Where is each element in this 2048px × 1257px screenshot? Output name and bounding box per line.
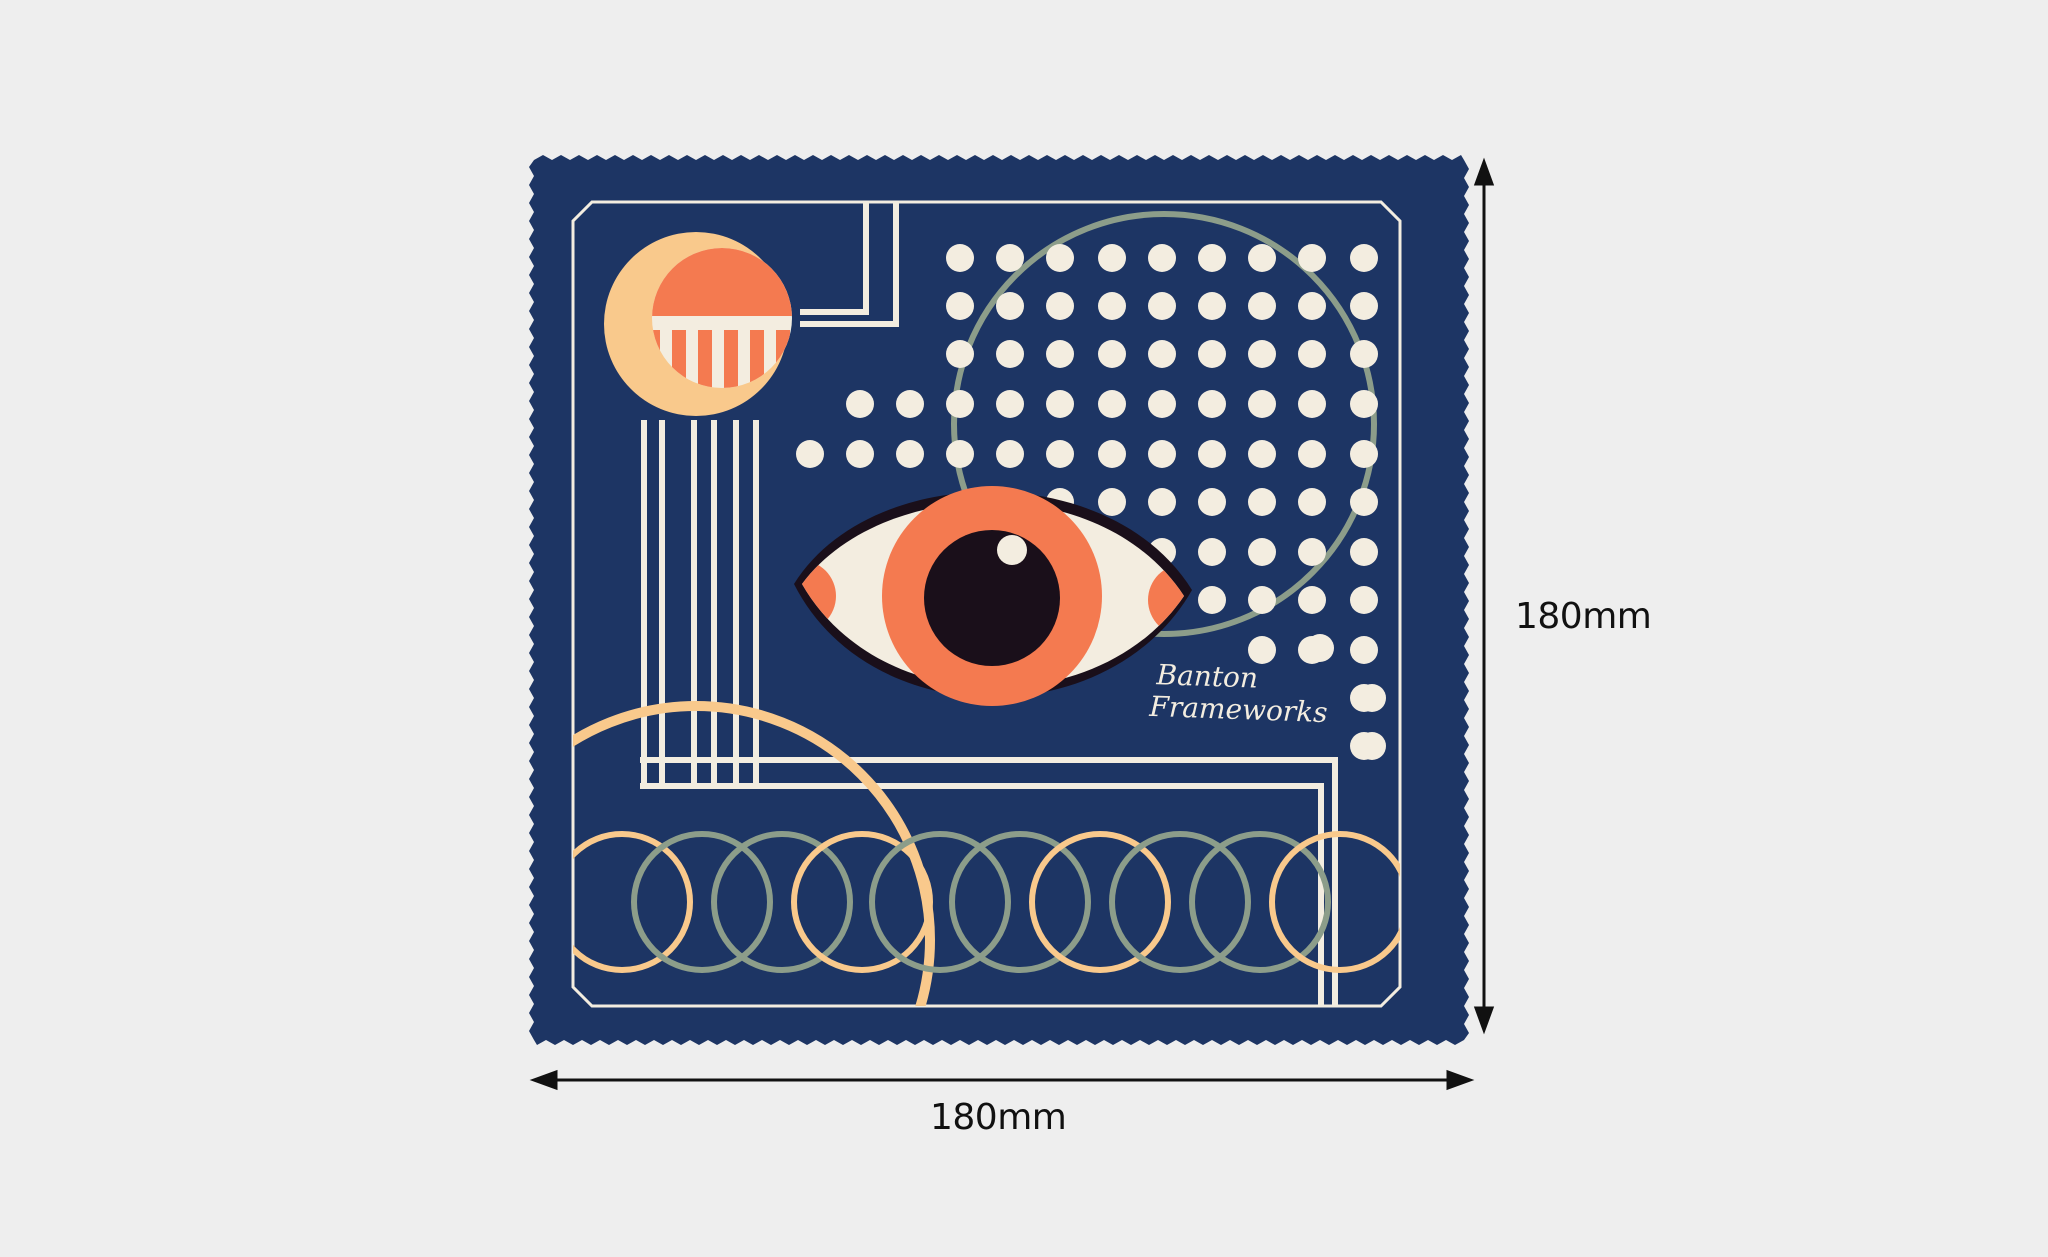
pattern-dot [946, 390, 974, 418]
brand-line-2: Frameworks [1148, 689, 1329, 730]
pattern-dot [1350, 440, 1378, 468]
pattern-dot [946, 340, 974, 368]
pattern-dot [1248, 440, 1276, 468]
pattern-dot [1298, 586, 1326, 614]
pattern-dot [1198, 538, 1226, 566]
pattern-ring [791, 831, 933, 973]
pattern-dot [1248, 390, 1276, 418]
dot-grid [796, 244, 1386, 760]
pattern-dot [896, 440, 924, 468]
pattern-dot [1306, 634, 1334, 662]
pattern-dot [1298, 440, 1326, 468]
brand-signature: Banton Frameworks [1148, 658, 1329, 730]
width-dimension-label: 180mm [930, 1097, 1067, 1138]
pattern-dot [1098, 340, 1126, 368]
pattern-ring [631, 831, 773, 973]
vertical-stripes [641, 420, 759, 786]
pattern-dot [796, 440, 824, 468]
pattern-dot [1148, 390, 1176, 418]
pattern-dot [1198, 586, 1226, 614]
pattern-dot [1298, 488, 1326, 516]
pattern-dot [946, 440, 974, 468]
pattern-dot [1198, 440, 1226, 468]
pattern-dot [1198, 340, 1226, 368]
pattern-dot [1198, 390, 1226, 418]
pattern-dot [1098, 390, 1126, 418]
pattern-dot [1046, 390, 1074, 418]
peach-arc [573, 701, 935, 1006]
pattern-dot [996, 340, 1024, 368]
pattern-ring [949, 831, 1091, 973]
pattern-dot [1298, 538, 1326, 566]
pattern-ring [711, 831, 853, 973]
pattern-ring [869, 831, 1011, 973]
pattern-dot [846, 390, 874, 418]
pattern-ring [1029, 831, 1171, 973]
pattern-dot [946, 244, 974, 272]
pattern-dot [996, 440, 1024, 468]
pattern-dot [996, 390, 1024, 418]
pattern-dot [1350, 244, 1378, 272]
pattern-dot [1198, 292, 1226, 320]
pattern-ring [1269, 831, 1400, 973]
pattern-dot [1046, 440, 1074, 468]
pattern-dot [1298, 292, 1326, 320]
eye-icon [794, 486, 1192, 706]
pattern-dot [1098, 488, 1126, 516]
height-dimension-label: 180mm [1515, 596, 1652, 637]
pattern-dot [1098, 292, 1126, 320]
pattern-dot [1298, 340, 1326, 368]
pattern-dot [1148, 488, 1176, 516]
pattern-dot [1248, 538, 1276, 566]
pattern-dot [1248, 488, 1276, 516]
pattern-dot [1046, 340, 1074, 368]
sage-ring [951, 211, 1377, 637]
pattern-dot [1350, 292, 1378, 320]
pattern-dot [996, 244, 1024, 272]
pattern-dot [1298, 244, 1326, 272]
pattern-dot [1358, 684, 1386, 712]
width-arrow-icon [529, 1069, 1475, 1091]
pattern-dot [1248, 340, 1276, 368]
pattern-ring [1189, 831, 1331, 973]
pattern-dot [1298, 390, 1326, 418]
height-arrow-icon [1473, 157, 1495, 1035]
pattern-dot [1350, 538, 1378, 566]
pattern-ring [1109, 831, 1251, 973]
pattern-dot [1350, 340, 1378, 368]
pattern-dot [1198, 244, 1226, 272]
pattern-dot [1148, 244, 1176, 272]
pattern-dot [1248, 244, 1276, 272]
top-l-lines [800, 202, 899, 327]
pattern-dot [1148, 440, 1176, 468]
pattern-dot [1198, 488, 1226, 516]
pattern-dot [1248, 586, 1276, 614]
ring-row [573, 831, 1400, 973]
pattern-dot [1350, 390, 1378, 418]
pattern-dot [846, 440, 874, 468]
pattern-dot [1350, 636, 1378, 664]
pattern-dot [1248, 636, 1276, 664]
pattern-dot [1148, 292, 1176, 320]
inner-frame [571, 200, 1402, 1008]
pattern-dot [896, 390, 924, 418]
pattern-dot [946, 292, 974, 320]
pattern-dot [1098, 440, 1126, 468]
pattern-dot [1098, 244, 1126, 272]
pattern-dot [1358, 732, 1386, 760]
pattern-dot [996, 292, 1024, 320]
pattern-dot [1148, 340, 1176, 368]
pattern-dot [1046, 244, 1074, 272]
pattern-ring [573, 831, 693, 973]
pattern-dot [1350, 488, 1378, 516]
pattern-dot [1046, 292, 1074, 320]
pattern-dot [1248, 292, 1276, 320]
pattern-dot [1350, 586, 1378, 614]
